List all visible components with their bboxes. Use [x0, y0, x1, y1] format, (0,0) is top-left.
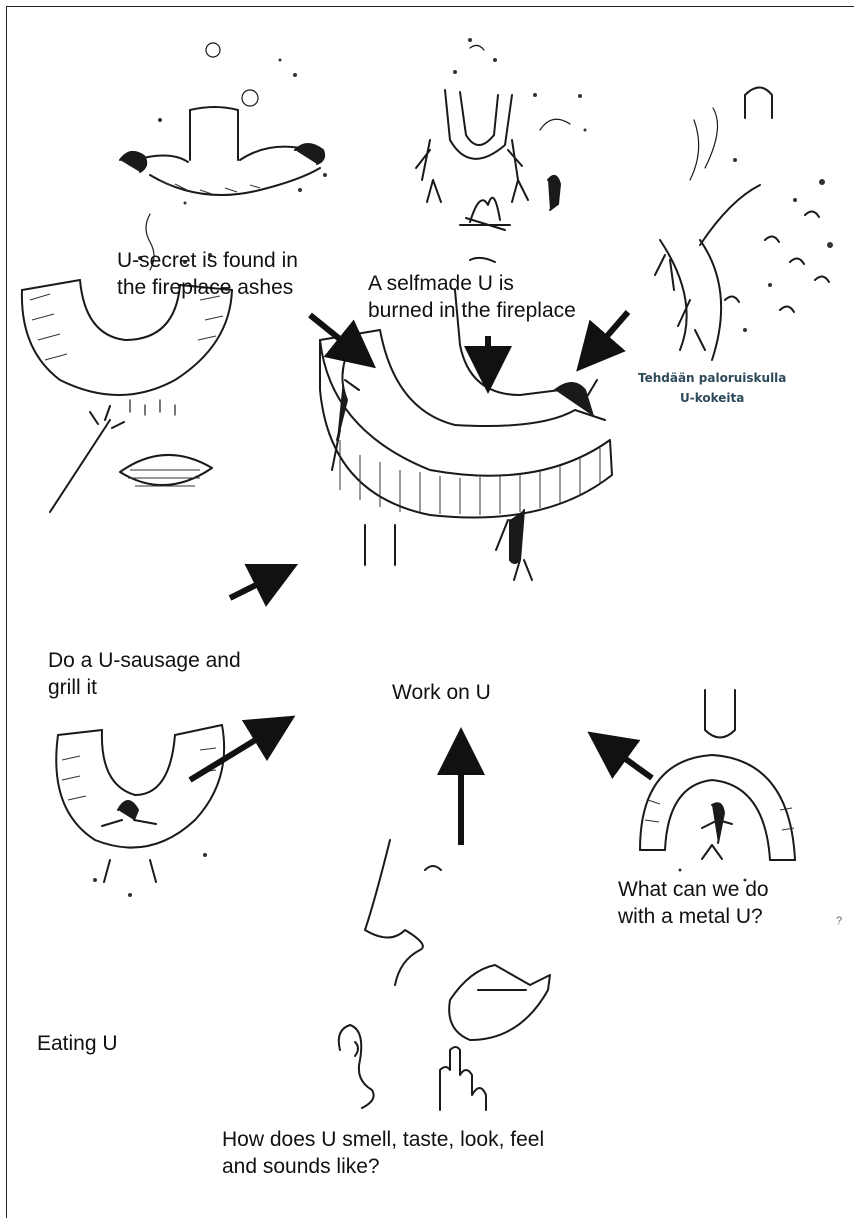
- arrow-metal: [602, 742, 652, 778]
- burning-u-illustration: [416, 38, 587, 230]
- stray-mark: ?: [836, 908, 842, 935]
- label-experiments: Tehdään paloruiskulla U-kokeita: [638, 368, 786, 408]
- label-burned: A selfmade U is burned in the fireplace: [368, 270, 576, 324]
- eating-u-illustration: [56, 725, 224, 897]
- senses-illustration: [339, 840, 550, 1110]
- label-senses: How does U smell, taste, look, feel and …: [222, 1126, 544, 1180]
- arrow-secret: [310, 315, 362, 357]
- label-eating: Eating U: [37, 1030, 118, 1057]
- label-center: Work on U: [392, 679, 491, 706]
- arrow-eating: [190, 725, 280, 780]
- ashes-illustration: [120, 43, 327, 205]
- label-secret: U-secret is found in the fireplace ashes: [117, 247, 298, 301]
- metal-u-illustration: [640, 690, 795, 882]
- arrow-sausage: [230, 572, 282, 598]
- label-metal: What can we do with a metal U?: [618, 876, 769, 930]
- fire-hose-illustration: [655, 88, 833, 361]
- arrow-experiments: [588, 312, 628, 358]
- label-sausage: Do a U-sausage and grill it: [48, 647, 241, 701]
